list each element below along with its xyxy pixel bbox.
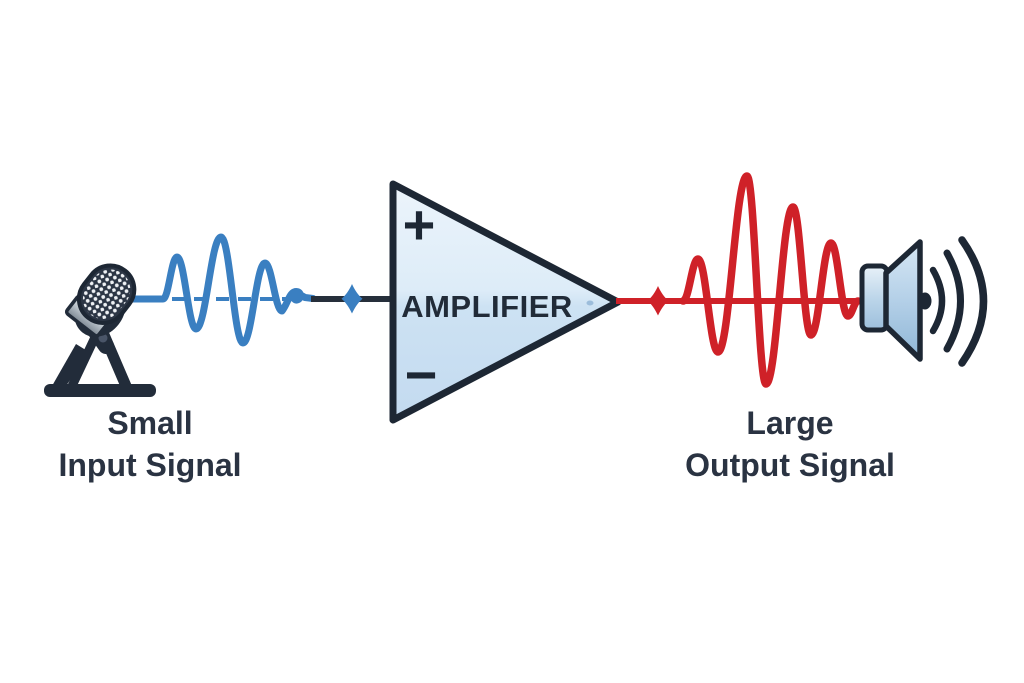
output-caption-line1: Large <box>746 405 834 441</box>
output-caption: Large Output Signal <box>685 402 895 486</box>
speaker-icon <box>859 239 932 362</box>
amplifier-minus-label: − <box>404 342 438 406</box>
amplifier-triangle <box>389 180 622 424</box>
input-caption-line2: Input Signal <box>58 447 242 483</box>
output-node-diamond <box>647 286 669 316</box>
sound-waves-icon <box>929 236 988 367</box>
amplifier-plus-label: + <box>402 192 436 256</box>
input-caption: Small Input Signal <box>58 402 241 486</box>
amplifier-label: AMPLIFIER <box>401 289 573 324</box>
input-caption-line1: Small <box>107 405 193 441</box>
input-signal-wave <box>129 233 317 347</box>
microphone-icon <box>44 263 156 397</box>
output-caption-line2: Output Signal <box>685 447 895 483</box>
triangle-apex-speck <box>586 300 594 306</box>
output-signal-wave <box>679 172 862 388</box>
input-node-diamond <box>341 284 363 314</box>
